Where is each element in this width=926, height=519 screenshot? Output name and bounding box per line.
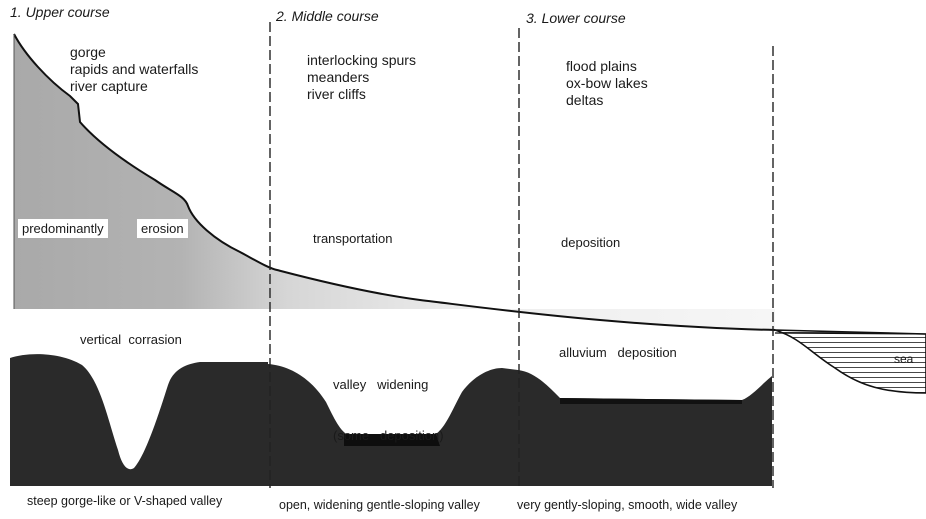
lower-process-label: deposition [561, 235, 621, 250]
upper-valley-caption: steep gorge-like or V-shaped valley [27, 494, 223, 508]
middle-course-cross-section [268, 364, 518, 486]
feature-item: interlocking spurs [307, 52, 416, 68]
feature-item: meanders [307, 69, 370, 85]
middle-course-heading: 2. Middle course [276, 8, 379, 24]
feature-item: rapids and waterfalls [70, 61, 199, 77]
middle-process-label: transportation [313, 231, 393, 246]
middle-valley-caption: open, widening gentle-sloping valley [279, 498, 480, 512]
sea-surface-line [774, 332, 926, 335]
river-long-profile-line [13, 33, 776, 331]
feature-item: river cliffs [307, 86, 366, 102]
valley-process-line: valley widening [333, 377, 429, 392]
sea-label: sea [894, 352, 914, 366]
lower-course-cross-section [518, 370, 772, 486]
lower-valley-caption: very gently-sloping, smooth, wide valley [517, 498, 738, 512]
upper-course-cross-section [10, 354, 268, 486]
valley-process-line: (some deposition) [333, 428, 444, 443]
upper-valley-process: vertical corrasion [80, 332, 182, 347]
feature-item: ox-bow lakes [566, 75, 648, 91]
feature-item: gorge [70, 44, 106, 60]
feature-item: flood plains [566, 58, 637, 74]
middle-course-features: interlocking spurs meanders river cliffs [307, 52, 416, 103]
feature-item: river capture [70, 78, 148, 94]
middle-valley-process: valley widening (some deposition) [333, 342, 444, 461]
sea-floor-shape [774, 329, 926, 394]
upper-course-features: gorge rapids and waterfalls river captur… [70, 44, 198, 95]
middle-river-floor [344, 434, 440, 446]
lower-course-features: flood plains ox-bow lakes deltas [566, 58, 648, 109]
upper-course-heading: 1. Upper course [10, 4, 110, 20]
lower-valley-process: alluvium deposition [559, 345, 677, 360]
lower-river-floor [560, 398, 742, 404]
feature-item: deltas [566, 92, 604, 108]
lower-course-heading: 3. Lower course [526, 10, 626, 26]
long-profile-shading [14, 34, 775, 330]
upper-process-label-1: predominantly [18, 219, 108, 238]
upper-process-label-2: erosion [137, 219, 188, 238]
